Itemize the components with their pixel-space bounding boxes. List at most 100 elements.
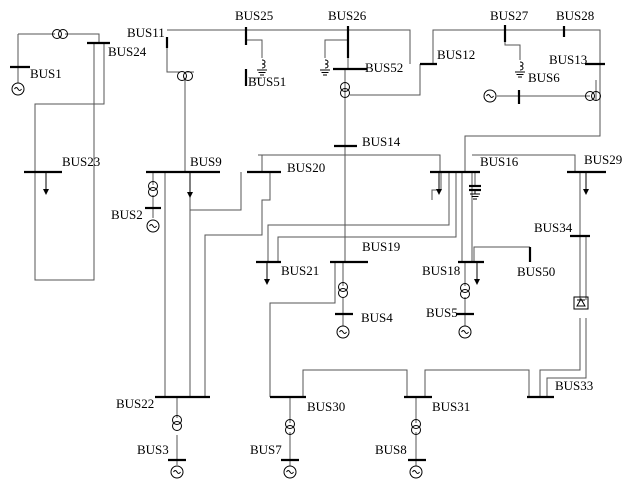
bus51-label: BUS51: [248, 74, 286, 89]
bus19-label: BUS19: [362, 239, 400, 254]
bus18-label: BUS18: [422, 263, 460, 278]
bus3-generator-wave: [173, 470, 181, 474]
connection-line-14: [34, 43, 105, 281]
bus1-generator-icon: [11, 82, 25, 96]
bus6-transformer-winding: [591, 91, 601, 101]
bus6-generator-wave: [486, 94, 494, 98]
bus3-label: BUS3: [137, 442, 169, 457]
connection-line-29: [277, 172, 457, 262]
bus4-generator-icon: [336, 325, 350, 339]
bus2-transformer-winding: [148, 187, 158, 197]
bus1-generator-wave: [14, 87, 22, 91]
connection-line-34: [269, 262, 336, 397]
bus5-transformer-winding: [460, 289, 470, 299]
bus8-label: BUS8: [375, 442, 407, 457]
bus3-generator-icon: [170, 465, 184, 479]
bus27-reactor-icon: [519, 61, 524, 71]
load-arrow-1: [187, 192, 193, 198]
bus14-label: BUS14: [362, 134, 401, 149]
converter-icon: [576, 297, 586, 307]
bus5-generator-icon: [458, 325, 472, 339]
bus31-label: BUS31: [432, 399, 470, 414]
bus21-label: BUS21: [281, 263, 319, 278]
connection-line-9: [246, 39, 263, 58]
connection-lines: [17, 29, 601, 466]
connection-line-7: [166, 43, 180, 73]
bus3-transformer-winding: [172, 421, 182, 431]
bus9-label: BUS9: [190, 154, 222, 169]
connection-line-41: [302, 369, 408, 397]
bus51-reactor-icon: [261, 59, 266, 69]
bus7-transformer-winding: [285, 425, 295, 435]
bus6-label: BUS6: [528, 70, 560, 85]
bus2-generator-icon: [146, 219, 160, 233]
load-arrow-4: [474, 279, 480, 285]
bus27-label: BUS27: [490, 8, 529, 23]
bus11-transformer-winding: [177, 71, 187, 81]
connection-line-40: [546, 318, 587, 397]
connection-line-42: [424, 369, 530, 397]
bus2-transformer-winding: [148, 181, 158, 191]
busbars: [10, 25, 606, 462]
connection-line-28: [267, 172, 450, 262]
connection-line-26: [350, 64, 421, 96]
bus2-generator-wave: [149, 224, 157, 228]
bus24-label: BUS24: [108, 44, 147, 59]
bus6-generator-icon: [483, 89, 497, 103]
bus4-generator-wave: [339, 330, 347, 334]
bus22-label: BUS22: [116, 396, 154, 411]
connection-line-2: [432, 29, 601, 64]
bus20-label: BUS20: [287, 160, 325, 175]
bus50-label: BUS50: [517, 264, 555, 279]
bus1-transformer-winding: [52, 29, 62, 39]
bus6-transformer-winding: [585, 91, 595, 101]
bus8-transformer-winding: [411, 419, 421, 429]
connection-line-19: [190, 172, 242, 211]
connection-line-22: [204, 172, 271, 397]
bus7-label: BUS7: [250, 442, 282, 457]
connection-line-20: [258, 154, 441, 172]
connection-line-33: [473, 246, 530, 262]
bus7-generator-wave: [286, 470, 294, 474]
load-arrow-2: [264, 279, 270, 285]
bus25-label: BUS25: [235, 8, 273, 23]
bus52-label: BUS52: [365, 60, 403, 75]
bus52-reactor-icon: [324, 59, 329, 69]
connection-line-35: [472, 154, 576, 172]
bus30-label: BUS30: [307, 399, 345, 414]
bus5-transformer-winding: [460, 283, 470, 293]
connection-line-0: [167, 29, 411, 64]
bus34-label: BUS34: [534, 220, 573, 235]
bus26-label: BUS26: [328, 8, 367, 23]
bus5-label: BUS5: [426, 305, 458, 320]
converter-box: [573, 296, 589, 310]
bus11-label: BUS11: [127, 25, 165, 40]
bus33-label: BUS33: [555, 378, 593, 393]
bus16-label: BUS16: [480, 154, 519, 169]
bus3-transformer-winding: [172, 415, 182, 425]
connection-line-3: [504, 30, 521, 60]
connection-line-13: [65, 33, 100, 43]
connection-line-39: [539, 318, 581, 397]
bus28-label: BUS28: [556, 8, 594, 23]
bus29-label: BUS29: [584, 152, 622, 167]
connection-line-5: [464, 64, 601, 172]
bus7-transformer-winding: [285, 419, 295, 429]
devices: [11, 29, 601, 479]
load-arrow-5: [583, 189, 589, 195]
bus1-label: BUS1: [30, 66, 62, 81]
load-arrow-3: [436, 189, 442, 195]
bus1-transformer-winding: [58, 29, 68, 39]
bus23-label: BUS23: [62, 154, 100, 169]
bus7-generator-icon: [283, 465, 297, 479]
connection-line-10: [324, 39, 348, 58]
bus4-label: BUS4: [361, 310, 393, 325]
load-arrow-0: [43, 189, 49, 195]
bus12-label: BUS12: [437, 47, 475, 62]
bus4-transformer-winding: [338, 288, 348, 298]
bus11-transformer-winding: [183, 71, 193, 81]
bus4-transformer-winding: [338, 282, 348, 292]
bus13-label: BUS13: [549, 52, 587, 67]
bus8-generator-icon: [409, 465, 423, 479]
